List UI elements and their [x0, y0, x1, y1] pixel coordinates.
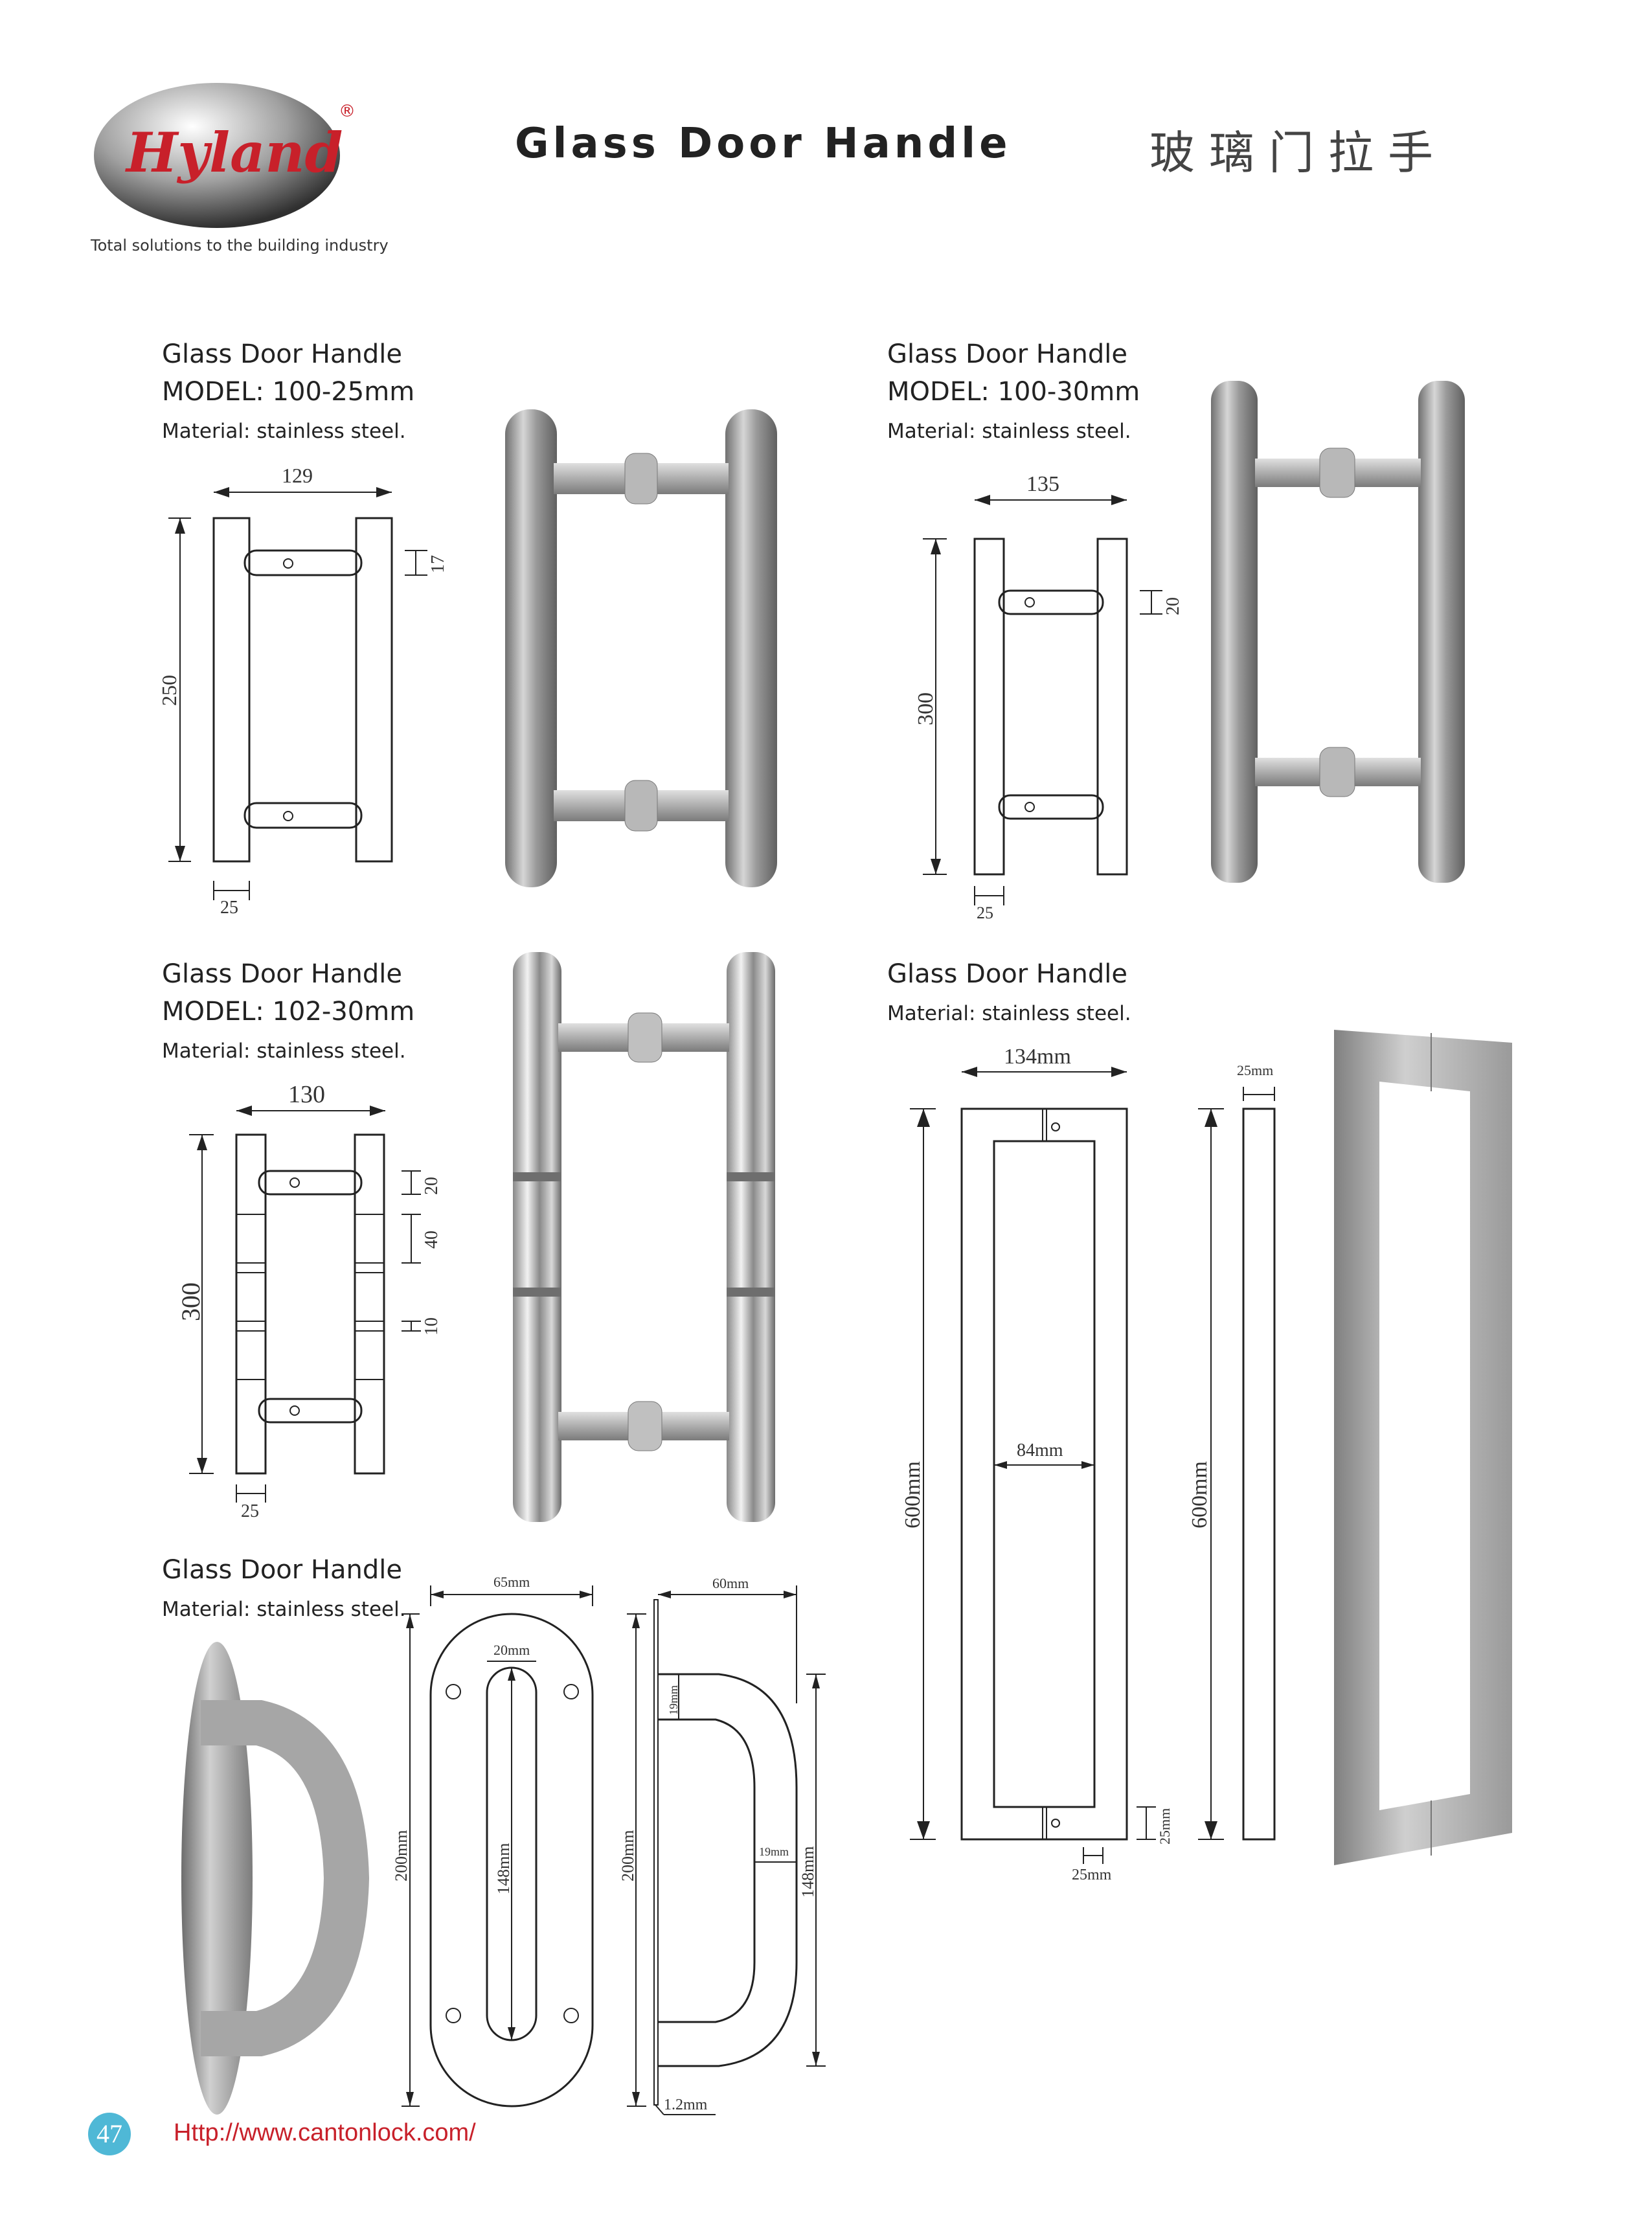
product-2-drawing: 135 300 20 25: [914, 472, 1183, 922]
product-4-drawing: 134mm 600mm 84mm 25mm 25mm 25mm 600mm: [901, 1045, 1276, 1883]
product-1-photo: [505, 409, 777, 887]
product-1-drawing: 129 250 17 25: [157, 464, 448, 918]
product-4-side-height: 600mm: [1188, 1461, 1212, 1528]
product-3-ring: 10: [422, 1317, 442, 1335]
product-4-height: 600mm: [901, 1461, 925, 1528]
product-1-bar: 17: [428, 555, 448, 573]
product-3-bar: 20: [422, 1177, 442, 1195]
product-3-title: Glass Door Handle: [162, 959, 402, 989]
product-4-material: Material: stainless steel.: [887, 1002, 1131, 1025]
product-5-thickness: 1.2mm: [664, 2096, 708, 2113]
product-4-end: 25mm: [1157, 1808, 1173, 1845]
product-5-slot-height: 148mm: [494, 1843, 513, 1894]
product-4-inner: 84mm: [1017, 1440, 1063, 1460]
product-2-title: Glass Door Handle: [887, 339, 1127, 369]
product-5-plate-width: 65mm: [493, 1574, 530, 1590]
product-4-title: Glass Door Handle: [887, 959, 1127, 989]
product-3-tube: 25: [241, 1501, 259, 1521]
product-3-height: 300: [176, 1282, 205, 1321]
page-number-badge: 47: [88, 2113, 131, 2155]
product-2-photo: [1211, 381, 1465, 883]
product-5-drawing: 65mm 20mm 148mm 200mm 60mm 19mm 19mm 200…: [392, 1574, 826, 2115]
product-3-photo: [513, 952, 775, 1522]
product-3-width: 130: [288, 1081, 325, 1108]
product-2-material: Material: stainless steel.: [887, 420, 1131, 443]
product-3-drawing: 130 300 20 40 10 25: [176, 1081, 442, 1521]
product-5-title: Glass Door Handle: [162, 1555, 402, 1585]
product-4-info: Glass Door Handle Material: stainless st…: [887, 955, 1131, 1025]
product-1-model: MODEL: 100-25mm: [162, 377, 415, 407]
product-2-info: Glass Door Handle MODEL: 100-30mm Materi…: [887, 335, 1140, 443]
product-2-model: MODEL: 100-30mm: [887, 377, 1140, 407]
product-1-title: Glass Door Handle: [162, 339, 402, 369]
tagline: Total solutions to the building industry: [91, 236, 389, 255]
product-5-grip-height: 148mm: [798, 1846, 817, 1898]
product-1-width: 129: [282, 464, 313, 487]
page-title-english: Glass Door Handle: [515, 120, 1012, 168]
product-5-depth: 60mm: [712, 1575, 749, 1591]
product-1-info: Glass Door Handle MODEL: 100-25mm Materi…: [162, 335, 414, 443]
product-5-plate-height: 200mm: [392, 1830, 411, 1881]
product-4-photo: [1334, 1030, 1512, 1865]
product-5-photo: [181, 1642, 369, 2115]
product-3-info: Glass Door Handle MODEL: 102-30mm Materi…: [162, 955, 414, 1063]
logo-text: Hyland: [125, 120, 343, 185]
registered-mark: ®: [339, 102, 356, 121]
product-2-height: 300: [914, 692, 938, 725]
product-2-width: 135: [1026, 472, 1059, 496]
product-4-width: 134mm: [1004, 1045, 1071, 1069]
product-2-bar: 20: [1163, 597, 1183, 615]
product-5-bar-side: 19mm: [759, 1845, 789, 1858]
product-4-side-width: 25mm: [1237, 1062, 1273, 1078]
product-2-tube: 25: [977, 903, 993, 922]
product-3-material: Material: stainless steel.: [162, 1039, 406, 1063]
product-5-material: Material: stainless steel.: [162, 1598, 406, 1621]
product-1-height: 250: [157, 675, 181, 706]
product-5-side-height: 200mm: [618, 1830, 637, 1881]
page-title-chinese: 玻璃门拉手: [1149, 126, 1447, 179]
company-logo: Hyland ®: [91, 81, 363, 256]
product-3-model: MODEL: 102-30mm: [162, 997, 415, 1027]
product-5-info: Glass Door Handle Material: stainless st…: [162, 1551, 406, 1621]
product-3-mid: 40: [422, 1231, 442, 1249]
website-link[interactable]: Http://www.cantonlock.com/: [174, 2119, 476, 2146]
product-5-bar-top: 19mm: [667, 1685, 680, 1715]
product-4-tube: 25mm: [1072, 1867, 1112, 1883]
product-5-slot-width: 20mm: [493, 1642, 530, 1658]
product-1-material: Material: stainless steel.: [162, 420, 406, 443]
product-1-tube: 25: [220, 898, 238, 918]
